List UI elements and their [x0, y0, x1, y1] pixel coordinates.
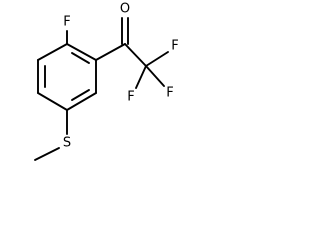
double-bond-inner-bottom [71, 89, 90, 101]
atom-sulfur: S [63, 136, 71, 151]
bond-cf3-f2 [145, 65, 165, 87]
atom-fluorine-ring: F [63, 15, 70, 30]
bond-carbonyl-cf3 [124, 43, 147, 67]
atom-fluorine-3: F [127, 90, 134, 105]
bond-ring-top-left [37, 43, 68, 61]
atom-oxygen: O [120, 2, 130, 17]
double-bond-inner-top [71, 52, 90, 64]
atom-fluorine-1: F [171, 39, 178, 54]
bond-cf3-f3 [135, 65, 147, 89]
molecule-drawing: F O F F F S [34, 2, 179, 161]
bond-ring-bottom-right [66, 92, 97, 111]
atom-fluorine-2: F [166, 86, 173, 101]
structure-diagram: F O F F F S [0, 0, 185, 193]
bond-ring-bottom-left [37, 92, 68, 111]
bond-ring-top-right [66, 43, 97, 61]
bond-sulfur-methyl [34, 147, 60, 161]
benzene-ring [37, 43, 97, 111]
bond-cf3-f1 [145, 51, 169, 67]
bond-ring-carbonyl [95, 43, 126, 61]
